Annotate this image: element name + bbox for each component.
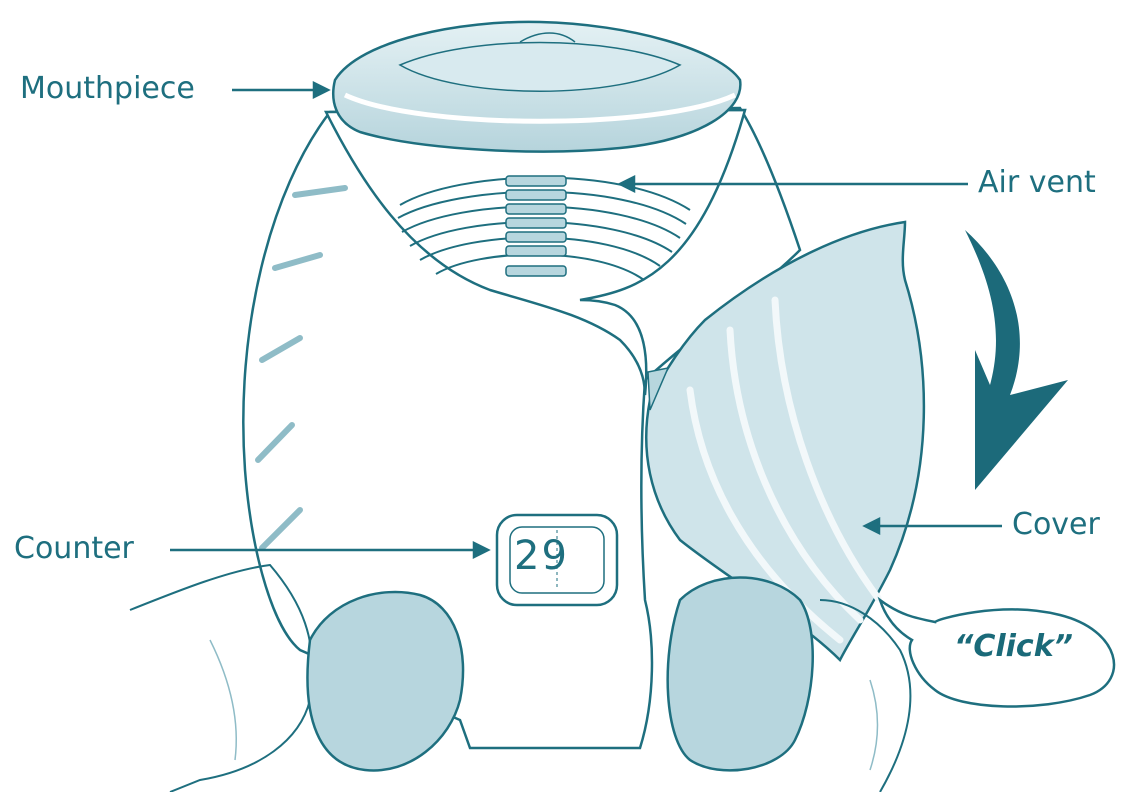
cover-label: Cover bbox=[1012, 510, 1100, 540]
right-thumb bbox=[668, 578, 813, 771]
click-text: “Click” bbox=[954, 632, 1073, 662]
counter-label: Counter bbox=[14, 534, 134, 564]
air-vent-label: Air vent bbox=[978, 168, 1096, 198]
counter-value: 29 bbox=[514, 536, 569, 576]
mouthpiece-label: Mouthpiece bbox=[20, 74, 195, 104]
rotation-arrow bbox=[965, 230, 1068, 490]
left-thumb bbox=[307, 592, 463, 770]
